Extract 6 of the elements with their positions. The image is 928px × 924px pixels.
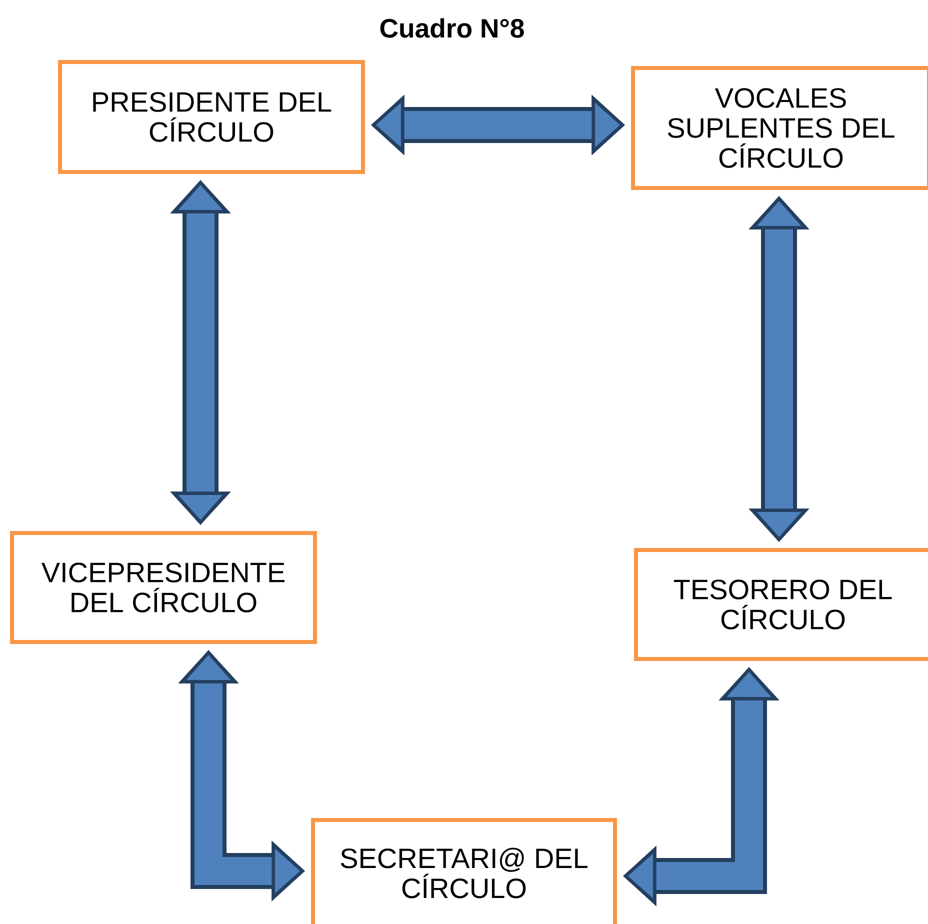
role-box: TESORERO DEL CÍRCULO (634, 548, 928, 662)
role-box: VICEPRESIDENTE DEL CÍRCULO (10, 530, 317, 644)
role-box: SECRETARI@ DEL CÍRCULO (311, 818, 617, 924)
role-box: VOCALES SUPLENTES DEL CÍRCULO (631, 66, 928, 190)
title: Cuadro N°8 (380, 18, 524, 38)
role-box: PRESIDENTE DEL CÍRCULO (58, 60, 365, 174)
